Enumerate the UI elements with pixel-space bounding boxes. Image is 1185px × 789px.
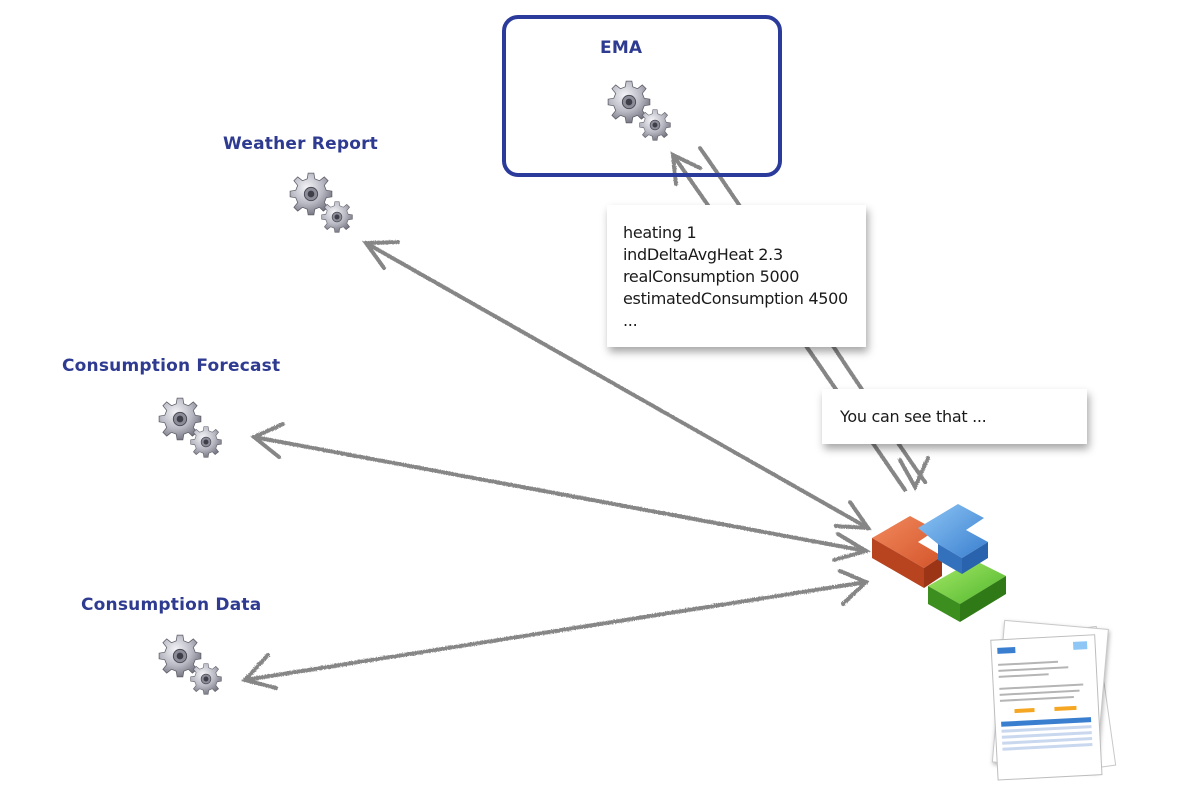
ema-gears-icon bbox=[607, 80, 671, 141]
arrowhead-hub-weather bbox=[834, 500, 872, 531]
arrow-weather-hub bbox=[364, 241, 870, 530]
arrowhead-data bbox=[241, 653, 278, 690]
forecast-gears-icon bbox=[158, 397, 222, 458]
document-page bbox=[990, 634, 1103, 781]
arrowhead-hub-data bbox=[838, 569, 870, 606]
arrowhead-weather bbox=[362, 240, 400, 270]
data-note-line: ... bbox=[623, 311, 638, 330]
data-note: heating 1 indDeltaAvgHeat 2.3 realConsum… bbox=[607, 205, 866, 347]
arrow-data-hub bbox=[243, 580, 868, 682]
ema-box bbox=[502, 15, 782, 177]
comment-note-text: You can see that ... bbox=[840, 407, 987, 426]
documents-icon bbox=[990, 619, 1117, 781]
ema-label: EMA bbox=[600, 38, 643, 58]
arrowhead-hub-forecast bbox=[832, 532, 871, 562]
consumption-forecast-label: Consumption Forecast bbox=[62, 356, 281, 376]
data-note-line: heating 1 bbox=[623, 223, 697, 242]
data-note-line: realConsumption 5000 bbox=[623, 267, 800, 286]
consumption-data-label: Consumption Data bbox=[81, 595, 262, 615]
weather-report-label: Weather Report bbox=[223, 134, 378, 154]
comment-note: You can see that ... bbox=[822, 389, 1087, 444]
data-note-line: estimatedConsumption 4500 bbox=[623, 289, 848, 308]
consumption-data-gears-icon bbox=[158, 634, 222, 695]
weather-gears-icon bbox=[289, 172, 353, 233]
arrowhead-hub-ema bbox=[898, 456, 930, 492]
puzzle-blocks-icon bbox=[872, 504, 1006, 622]
data-note-line: indDeltaAvgHeat 2.3 bbox=[623, 245, 783, 264]
arrow-forecast-hub bbox=[252, 435, 868, 553]
arrowhead-forecast bbox=[250, 422, 285, 459]
